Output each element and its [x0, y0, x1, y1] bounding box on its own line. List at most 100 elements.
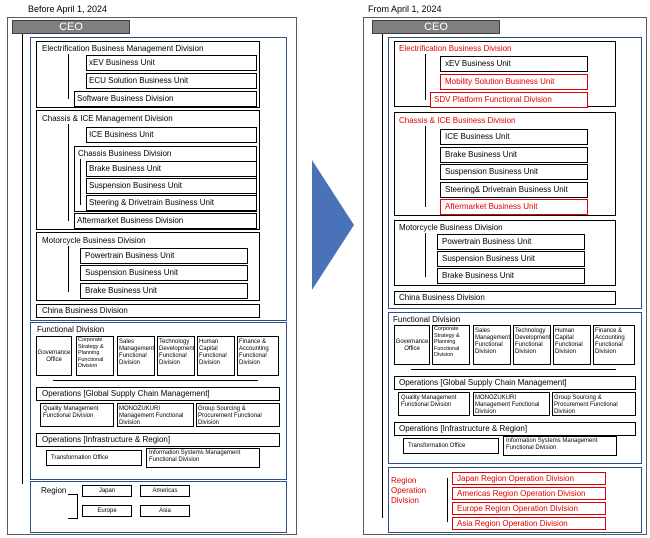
functional-label: Finance & Accounting Functional Division [239, 339, 269, 366]
functional-box [513, 325, 551, 365]
connector [425, 126, 426, 207]
functional-box [197, 336, 235, 376]
unit-label: xEV Business Unit [445, 59, 511, 68]
region-label: Americas [152, 488, 178, 494]
before-functional-title: Functional Division [37, 325, 105, 334]
connector [80, 159, 81, 205]
unit-label: ICE Business Unit [445, 132, 510, 141]
functional-label: Sales Management Functional Division [475, 328, 511, 355]
unit-label: Brake Business Unit [445, 150, 518, 159]
before-frame [7, 17, 297, 535]
after-ceo-box: CEO [372, 20, 500, 34]
gscm-item-label: Group Sourcing & Procurement Functional … [198, 406, 262, 426]
after-functional-frame [388, 312, 642, 464]
unit-box [86, 55, 257, 71]
functional-box [553, 325, 591, 365]
before-infra-title: Operations [Infrastructure & Region] [42, 435, 171, 444]
division-label: Aftermarket Business Division [77, 216, 184, 225]
unit-box [86, 73, 257, 89]
functional-label: Governance Office [395, 339, 429, 352]
unit-box [440, 56, 588, 72]
unit-box [86, 127, 257, 143]
unit-label: Powertrain Business Unit [442, 237, 532, 246]
unit-box [86, 161, 257, 177]
unit-box [437, 234, 585, 250]
after-region-frame [388, 467, 642, 533]
before-motorcycle-title: Motorcycle Business Division [42, 236, 146, 245]
gscm-item-label: Quality Management Functional Division [401, 395, 457, 408]
after-frame [363, 17, 647, 535]
after-motorcycle-title: Motorcycle Business Division [399, 223, 503, 232]
unit-box [440, 164, 588, 180]
functional-box [76, 336, 114, 376]
unit-label: Suspension Business Unit [442, 254, 535, 263]
transition-arrow-icon [312, 160, 354, 290]
functional-box [432, 325, 470, 365]
region-box-new [452, 517, 606, 530]
unit-box-new [440, 74, 588, 90]
infra-item-label: Transformation Office [51, 455, 109, 461]
unit-box [80, 248, 248, 264]
before-chassis-title: Chassis & ICE Management Division [42, 114, 173, 123]
functional-label: Sales Management Functional Division [119, 339, 155, 366]
region-label: Japan [98, 488, 116, 494]
region-box-new [452, 502, 606, 515]
functional-box [473, 325, 511, 365]
before-infra-box [36, 433, 280, 447]
gscm-item-box [398, 392, 470, 416]
ceo-label: CEO [424, 21, 448, 33]
region-box-new [452, 487, 606, 500]
gscm-item-box [40, 403, 114, 427]
unit-label: Brake Business Unit [442, 271, 515, 280]
unit-label: ICE Business Unit [89, 130, 154, 139]
before-gscm-box [36, 387, 280, 401]
functional-box [36, 336, 72, 376]
infra-item-label: Information Systems Management Functiona… [506, 438, 598, 451]
connector [425, 233, 426, 277]
functional-label: Governance Office [37, 350, 71, 363]
unit-box-new [440, 199, 588, 215]
functional-label: Technology Development Functional Divisi… [515, 328, 551, 355]
after-business-frame [388, 37, 642, 309]
connector [447, 478, 448, 522]
region-box [82, 505, 132, 517]
after-china-title: China Business Division [399, 293, 485, 302]
after-electrification-title: Electrification Business Division [399, 44, 512, 53]
before-china-title: China Business Division [42, 306, 128, 315]
unit-label: ECU Solution Business Unit [89, 76, 189, 85]
before-region-frame [30, 481, 287, 533]
unit-label: xEV Business Unit [89, 58, 155, 67]
after-region-title: Region Operation Division [391, 476, 427, 505]
unit-box [440, 129, 588, 145]
gscm-item-label: MONOZUKURI Management Functional Divisio… [119, 406, 184, 426]
before-china-division [36, 304, 260, 318]
gscm-item-box [196, 403, 280, 427]
gscm-item-label: Quality Management Functional Division [43, 406, 99, 419]
functional-box [394, 325, 430, 365]
region-label: Asia [159, 508, 171, 514]
region-label: Europe Region Operation Division [457, 504, 578, 513]
before-electrification-title: Electrification Business Management Divi… [42, 44, 204, 53]
functional-label: Finance & Accounting Functional Division [595, 328, 625, 355]
gscm-item-box [552, 392, 636, 416]
functional-label: Corporate Strategy & Planning Functional… [78, 337, 104, 369]
unit-label: Steering& Drivetrain Business Unit [445, 185, 568, 194]
division-box-new [430, 92, 588, 108]
unit-label: Suspension Business Unit [89, 181, 182, 190]
unit-box [80, 265, 248, 281]
region-label: Japan Region Operation Division [457, 474, 574, 483]
infra-item-label: Transformation Office [408, 443, 466, 449]
gscm-item-label: Group Sourcing & Procurement Functional … [554, 395, 618, 415]
connector [425, 54, 426, 100]
functional-box [237, 336, 279, 376]
gscm-item-label: MONOZUKURI Management Functional Divisio… [475, 395, 540, 415]
functional-box [593, 325, 635, 365]
unit-label: Powertrain Business Unit [85, 251, 175, 260]
after-functional-title: Functional Division [393, 315, 461, 324]
region-label: Europe [97, 508, 117, 514]
region-label: Asia Region Operation Division [457, 519, 568, 528]
before-region-title: Region [41, 486, 67, 495]
connector [68, 54, 69, 99]
ceo-label: CEO [59, 21, 83, 33]
connector [411, 369, 616, 370]
